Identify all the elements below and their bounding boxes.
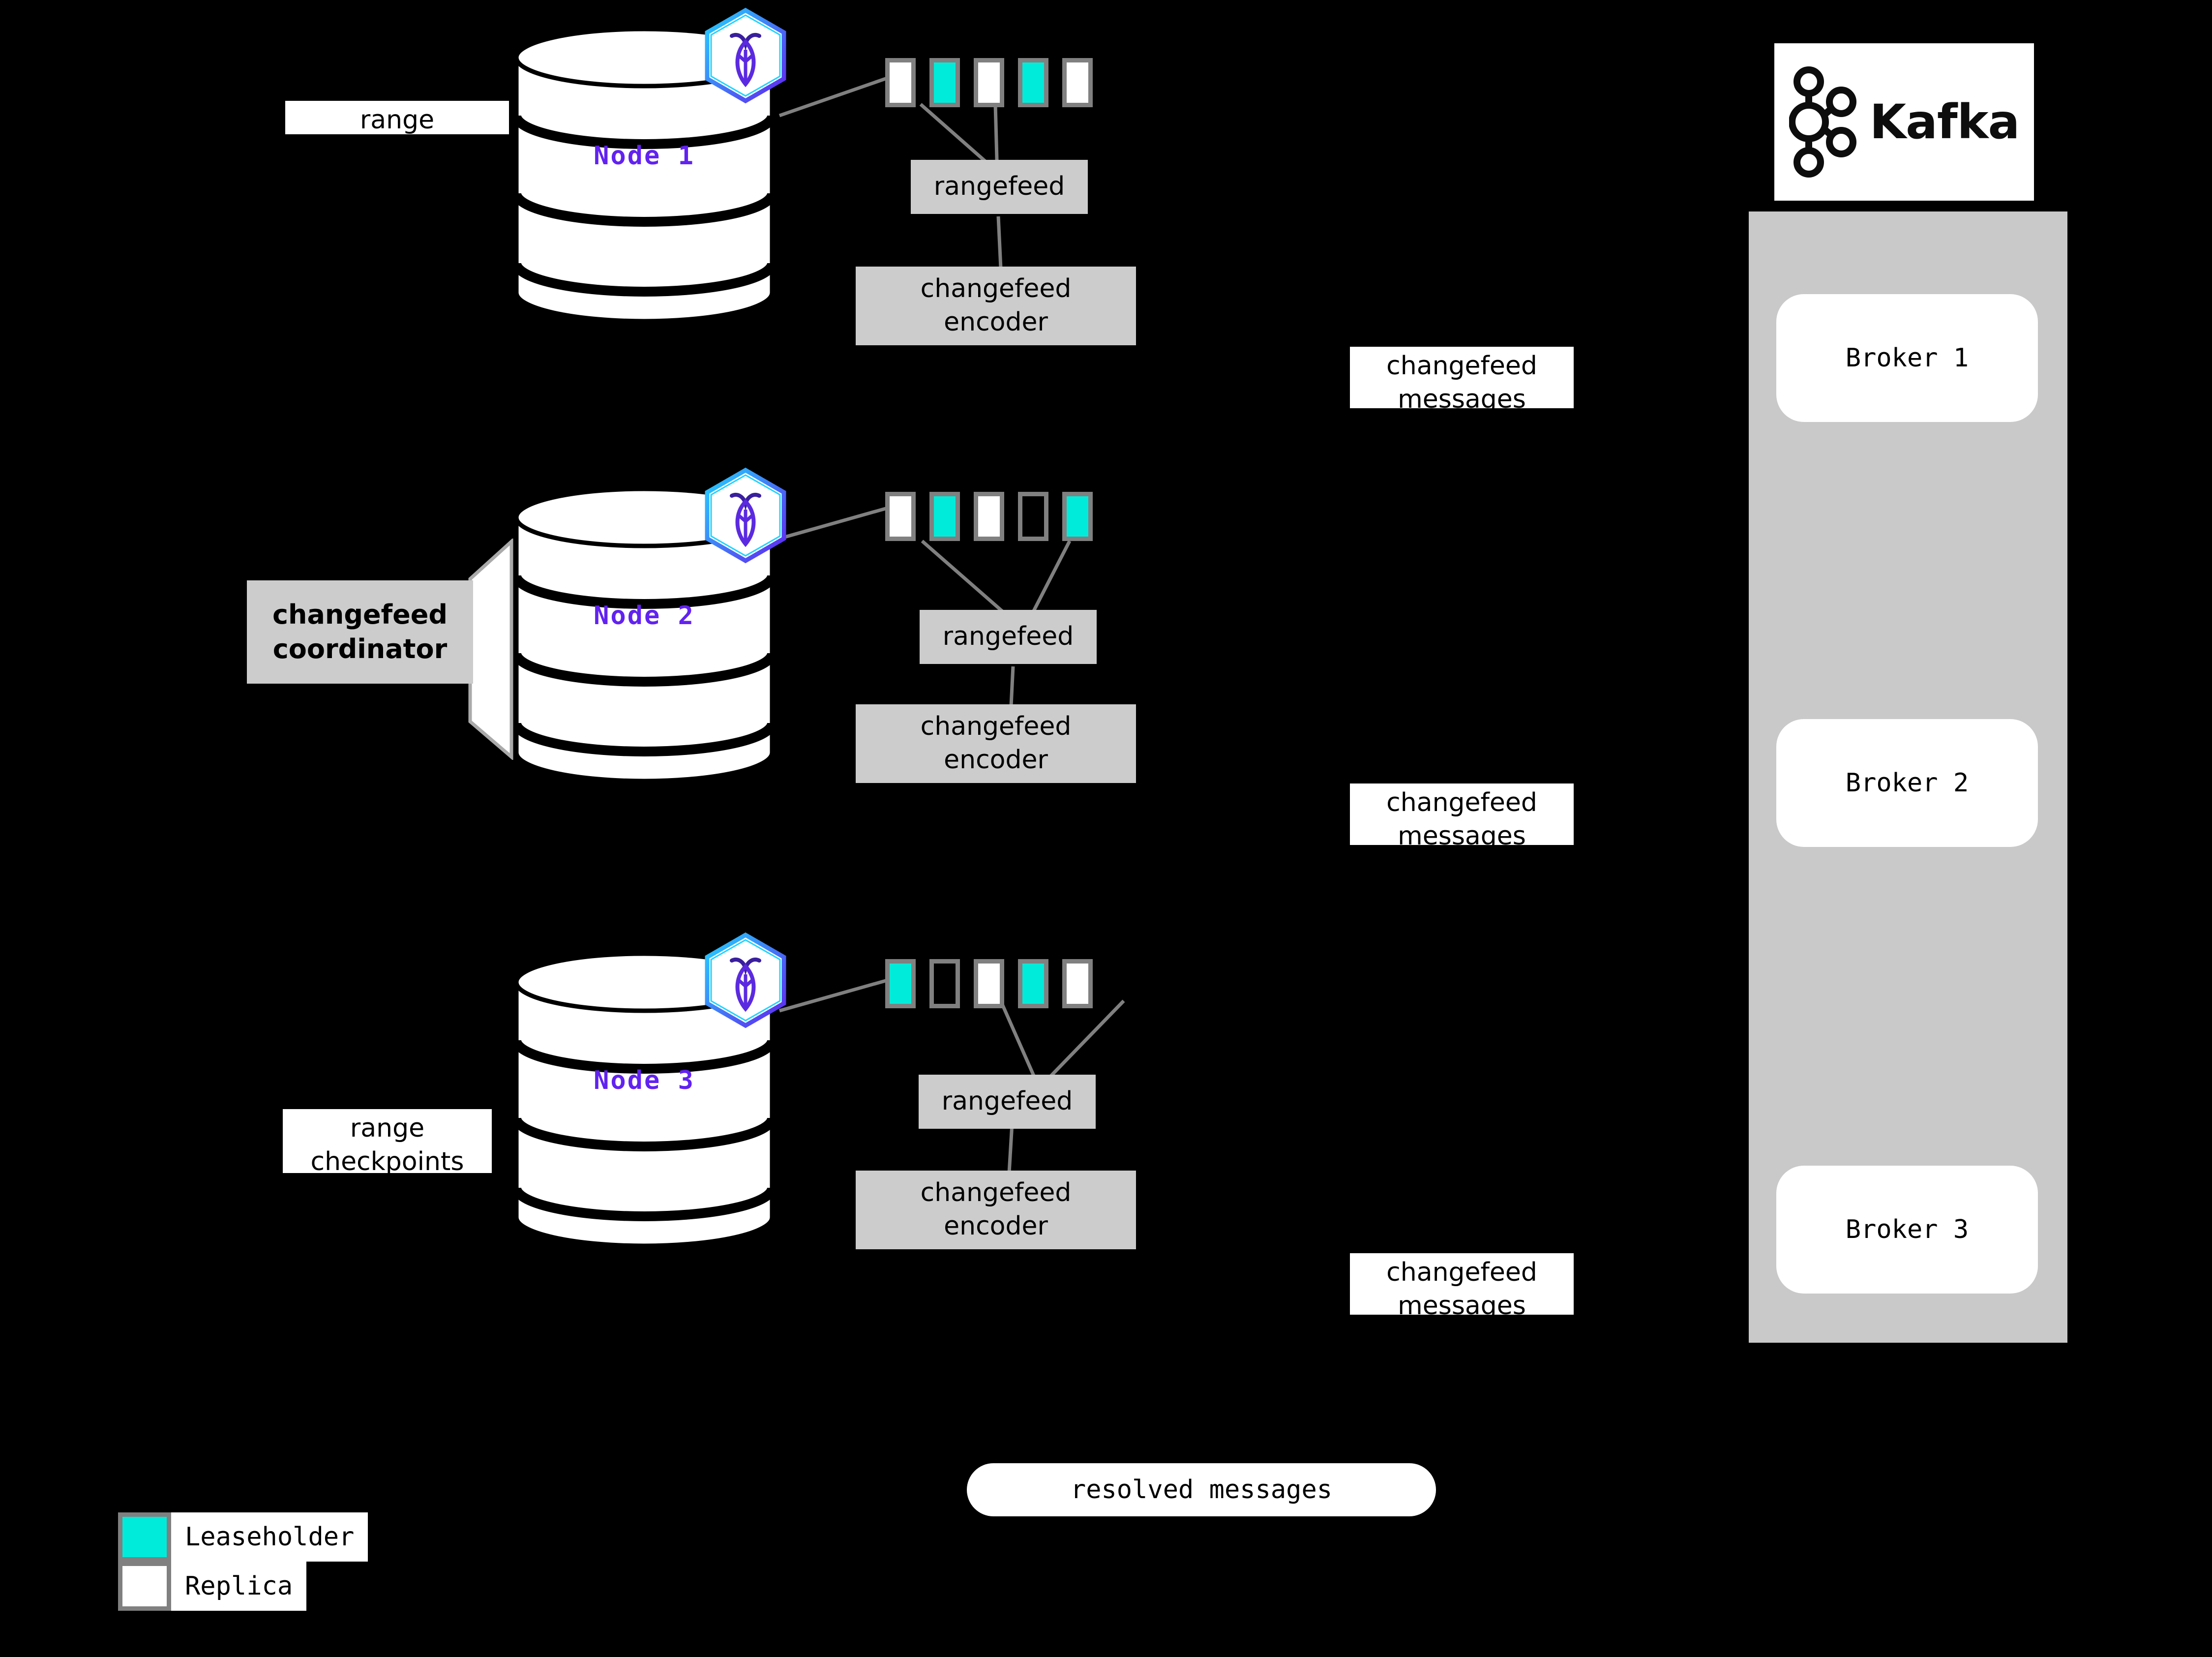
range-box[interactable] bbox=[974, 58, 1004, 107]
encoder-line1: changefeed bbox=[920, 274, 1072, 304]
node-2-rangefeed-label: rangefeed bbox=[942, 622, 1074, 652]
changefeed-coordinator-box[interactable]: changefeed coordinator bbox=[247, 580, 473, 684]
encoder-line1: changefeed bbox=[920, 1178, 1072, 1208]
msg-line1: changefeed bbox=[1386, 351, 1537, 381]
msg-line2: messages bbox=[1398, 384, 1526, 414]
node-1-checkpoints-line2: checkpoints bbox=[320, 133, 474, 162]
range-box[interactable] bbox=[929, 959, 960, 1008]
cockroachdb-hexagon-icon bbox=[703, 7, 788, 104]
encoder-line2: encoder bbox=[944, 745, 1048, 775]
cockroachdb-hexagon-icon bbox=[703, 467, 788, 564]
range-box[interactable] bbox=[1062, 58, 1093, 107]
range-box[interactable] bbox=[1062, 959, 1093, 1008]
coordinator-line1: changefeed bbox=[272, 599, 448, 630]
broker-3[interactable]: Broker 3 bbox=[1776, 1166, 2038, 1294]
node-2-range-row bbox=[885, 492, 1106, 541]
node-3-changefeed-encoder-box[interactable]: changefeed encoder bbox=[856, 1171, 1136, 1249]
legend-swatch-leaseholder bbox=[118, 1512, 171, 1562]
node-1-range-row bbox=[885, 58, 1106, 107]
node-1-range-checkpoints-label: range checkpoints bbox=[285, 101, 509, 162]
msg-line2: messages bbox=[1398, 821, 1526, 851]
encoder-line2: encoder bbox=[944, 1211, 1048, 1241]
node-3-checkpoints-line1: range bbox=[350, 1114, 425, 1143]
broker-1[interactable]: Broker 1 bbox=[1776, 294, 2038, 422]
kafka-nodes-icon bbox=[1789, 66, 1856, 178]
node-3-changefeed-messages-label: changefeed messages bbox=[1350, 1253, 1574, 1321]
legend-swatch-replica bbox=[118, 1562, 171, 1611]
broker-2-label: Broker 2 bbox=[1845, 768, 1969, 798]
node-1-checkpoints-line1: range bbox=[359, 105, 435, 135]
range-box[interactable] bbox=[974, 492, 1004, 541]
node-3-range-row bbox=[885, 959, 1106, 1008]
node-1-rangefeed-label: rangefeed bbox=[933, 172, 1065, 202]
legend-item-leaseholder: Leaseholder bbox=[118, 1512, 368, 1562]
node-3-range-checkpoints-label: range checkpoints bbox=[283, 1109, 492, 1176]
node-2-label: Node 2 bbox=[594, 601, 695, 631]
msg-line2: messages bbox=[1398, 1291, 1526, 1321]
kafka-wordmark: Kafka bbox=[1869, 94, 2020, 150]
msg-line1: changefeed bbox=[1386, 1258, 1537, 1287]
legend-label-leaseholder: Leaseholder bbox=[171, 1512, 368, 1562]
node-3-label: Node 3 bbox=[594, 1066, 695, 1095]
range-box[interactable] bbox=[1062, 492, 1093, 541]
coordinator-line2: coordinator bbox=[272, 633, 448, 664]
node-3-rangefeed-box[interactable]: rangefeed bbox=[919, 1075, 1096, 1129]
resolved-messages-pill: resolved messages bbox=[967, 1463, 1436, 1516]
encoder-line2: encoder bbox=[944, 307, 1048, 337]
node-1-changefeed-encoder-box[interactable]: changefeed encoder bbox=[856, 267, 1136, 345]
node-2-rangefeed-box[interactable]: rangefeed bbox=[920, 610, 1097, 664]
broker-1-label: Broker 1 bbox=[1845, 343, 1969, 373]
range-box[interactable] bbox=[885, 58, 916, 107]
range-box[interactable] bbox=[1018, 492, 1048, 541]
range-box[interactable] bbox=[929, 58, 960, 107]
range-box[interactable] bbox=[885, 959, 916, 1008]
range-box[interactable] bbox=[974, 959, 1004, 1008]
legend-item-replica: Replica bbox=[118, 1562, 307, 1611]
node-3-checkpoints-line2: checkpoints bbox=[310, 1146, 464, 1176]
broker-3-label: Broker 3 bbox=[1845, 1215, 1969, 1244]
node-1-label: Node 1 bbox=[594, 141, 695, 171]
range-box[interactable] bbox=[1018, 959, 1048, 1008]
node-1-changefeed-messages-label: changefeed messages bbox=[1350, 347, 1574, 414]
legend-label-replica: Replica bbox=[171, 1562, 307, 1611]
node-1-rangefeed-box[interactable]: rangefeed bbox=[911, 160, 1088, 214]
resolved-messages-label: resolved messages bbox=[1070, 1475, 1333, 1505]
kafka-logo: Kafka bbox=[1774, 43, 2034, 201]
msg-line1: changefeed bbox=[1386, 788, 1537, 817]
range-box[interactable] bbox=[929, 492, 960, 541]
encoder-line1: changefeed bbox=[920, 712, 1072, 742]
broker-2[interactable]: Broker 2 bbox=[1776, 719, 2038, 847]
node-3-rangefeed-label: rangefeed bbox=[941, 1086, 1073, 1116]
node-2-changefeed-messages-label: changefeed messages bbox=[1350, 783, 1574, 851]
node-2-changefeed-encoder-box[interactable]: changefeed encoder bbox=[856, 704, 1136, 783]
cockroachdb-hexagon-icon bbox=[703, 932, 788, 1028]
coordinator-connector-wedge bbox=[468, 539, 513, 760]
range-box[interactable] bbox=[885, 492, 916, 541]
range-box[interactable] bbox=[1018, 58, 1048, 107]
